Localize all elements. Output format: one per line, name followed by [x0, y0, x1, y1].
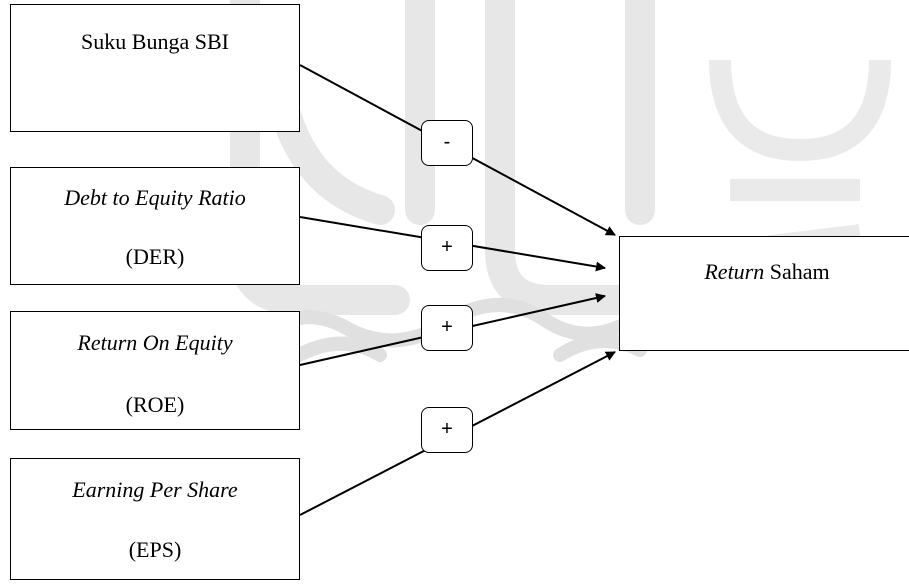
box-roe: Return On Equity (ROE) — [10, 311, 300, 430]
box-eps-abbrev: (EPS) — [128, 537, 182, 562]
sign-eps: + — [421, 407, 473, 453]
box-eps: Earning Per Share (EPS) — [10, 458, 300, 580]
saham-word: Saham — [764, 259, 830, 284]
box-der: Debt to Equity Ratio (DER) — [10, 167, 300, 285]
sign-roe: + — [421, 305, 473, 351]
box-der-abbrev: (DER) — [125, 244, 185, 269]
sign-der: + — [421, 225, 473, 271]
sign-sbi: - — [421, 120, 473, 166]
box-eps-label: Earning Per Share — [72, 477, 238, 502]
box-roe-abbrev: (ROE) — [125, 392, 185, 417]
box-sbi-label: Suku Bunga SBI — [81, 29, 229, 54]
return-word: Return — [704, 259, 765, 284]
box-return-saham: Return Saham — [619, 236, 909, 351]
box-suku-bunga-sbi: Suku Bunga SBI — [10, 4, 300, 132]
box-der-label: Debt to Equity Ratio — [64, 185, 246, 210]
box-roe-label: Return On Equity — [77, 330, 233, 355]
box-return-saham-label: Return Saham — [620, 259, 909, 285]
